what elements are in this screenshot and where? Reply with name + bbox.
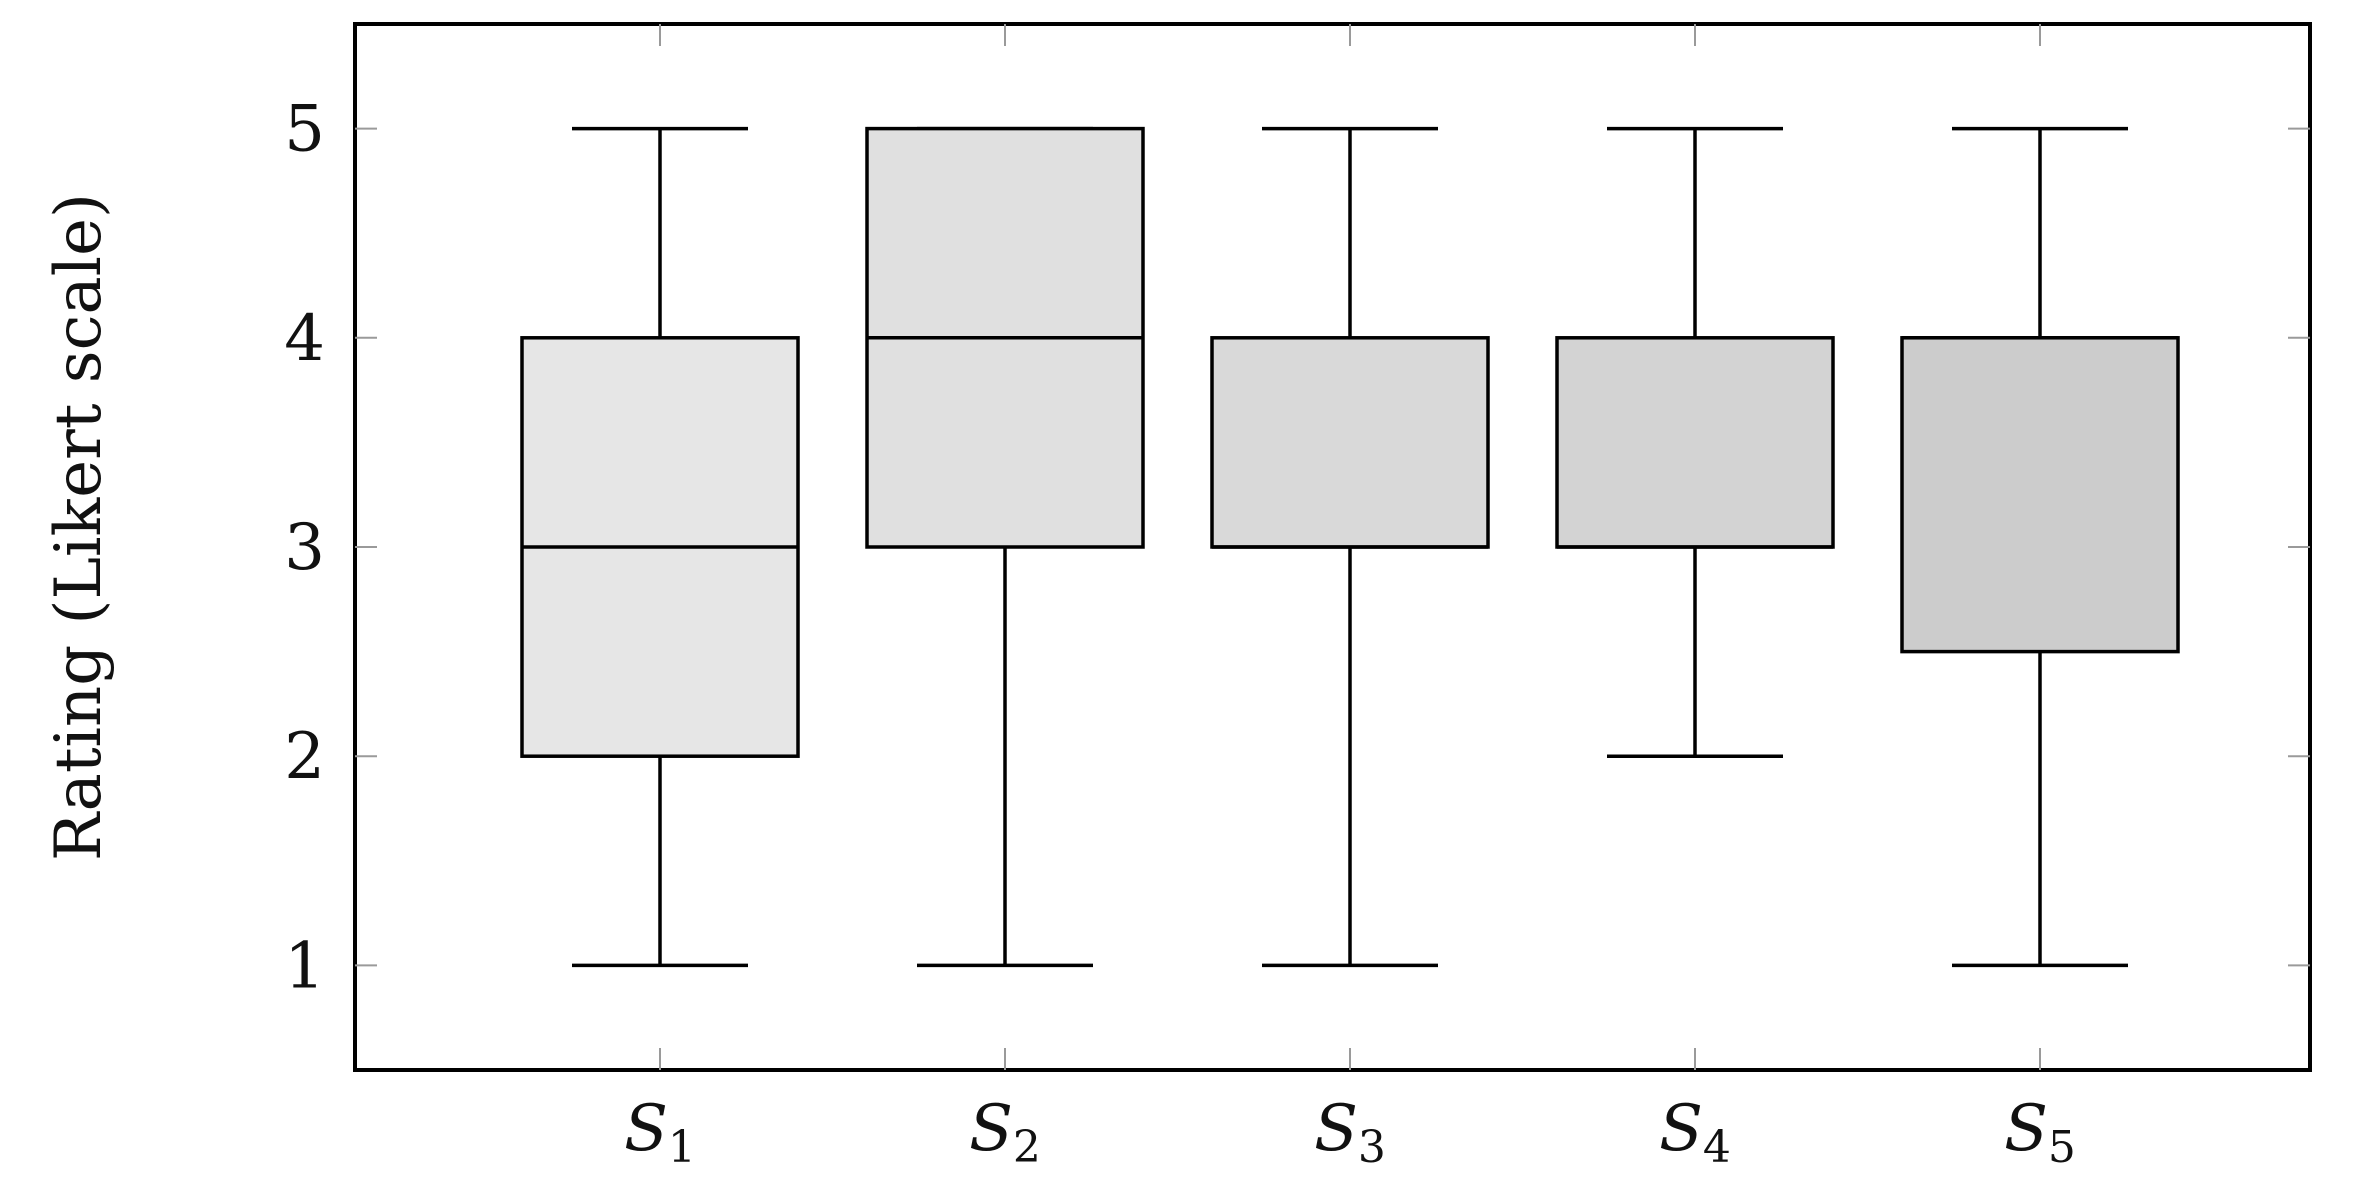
plot-layer [520, 126, 2180, 968]
x-tick-label: S5 [2004, 1092, 2076, 1173]
box-iqr [1210, 336, 1490, 549]
box-iqr [1555, 336, 1835, 549]
x-tick-label-main: S [1659, 1092, 1703, 1166]
x-tick-label-main: S [1314, 1092, 1358, 1166]
box-iqr [1900, 336, 2180, 654]
box-4 [1555, 126, 1835, 758]
x-tick-label: S3 [1314, 1092, 1386, 1173]
x-tick-label-main: S [969, 1092, 1013, 1166]
x-tick-label-subscript: 4 [1703, 1122, 1731, 1173]
y-tick-label: 3 [284, 511, 325, 585]
x-tick-label-main: S [2004, 1092, 2048, 1166]
x-tick-label-main: S [624, 1092, 668, 1166]
x-tick-label: S1 [624, 1092, 696, 1173]
x-tick-label: S4 [1659, 1092, 1731, 1173]
x-tick-label-subscript: 2 [1013, 1122, 1041, 1173]
y-tick-label: 4 [284, 302, 325, 376]
box-1 [520, 126, 800, 968]
x-tick-label: S2 [969, 1092, 1041, 1173]
x-tick-label-subscript: 1 [668, 1122, 696, 1173]
box-5 [1900, 126, 2180, 968]
y-tick-label: 2 [284, 720, 325, 794]
x-tick-label-subscript: 3 [1358, 1122, 1386, 1173]
y-tick-label: 1 [284, 929, 325, 1003]
y-tick-label: 5 [284, 93, 325, 167]
box-2 [865, 126, 1145, 968]
box-3 [1210, 126, 1490, 968]
y-axis-label: Rating (Likert scale) [42, 193, 116, 861]
y-axis-ticks: 1 2 3 4 5 [284, 93, 2310, 1003]
x-tick-label-subscript: 5 [2048, 1122, 2076, 1173]
